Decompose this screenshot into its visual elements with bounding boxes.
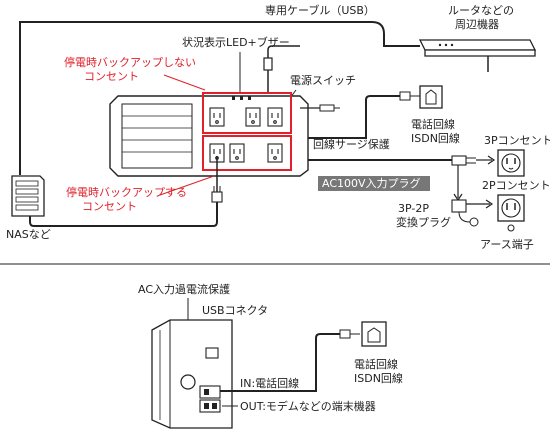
outlet-3p-label: 3Pコンセント (484, 134, 550, 147)
backup-label-2: コンセント (82, 200, 137, 213)
ups-back-view (151, 319, 233, 429)
ac-plug-label: AC100V入力プラグ (322, 176, 421, 190)
adapter-label-1: 3P-2P (398, 202, 429, 215)
surge-protection-label: 回線サージ保護 (313, 137, 390, 151)
adapter-3p-2p (451, 199, 494, 227)
backup-label-1: 停電時バックアップする (66, 185, 187, 199)
out-line-label: OUT:モデムなどの端末機器 (240, 399, 376, 413)
usb-connector-label: USBコネクタ (202, 304, 268, 317)
usb-cable (19, 21, 420, 175)
phone-jack-2 (361, 321, 387, 347)
usb-cable-label: 専用ケーブル（USB） (265, 3, 375, 17)
outlet-3p (497, 149, 525, 177)
ac-overcurrent-label: AC入力過電流保護 (138, 282, 230, 296)
in-line-label: IN:電話回線 (240, 376, 299, 390)
outlet-2p-label: 2Pコンセント (482, 179, 550, 192)
usb-cable-to-ups (320, 46, 384, 96)
no-backup-label-2: コンセント (84, 70, 139, 83)
power-switch-label: 電源スイッチ (290, 73, 356, 87)
phone-jack (419, 85, 443, 109)
phone2-label-2: ISDN回線 (354, 371, 403, 385)
in-phone-line (220, 333, 340, 392)
nas-label: NASなど (6, 228, 51, 241)
adapter-label-2: 変換プラグ (396, 215, 451, 229)
phone-label-2: ISDN回線 (411, 131, 460, 145)
outlet-2p (497, 194, 525, 222)
nas-power-cable (29, 196, 218, 227)
no-backup-label-1: 停電時バックアップしない (64, 55, 196, 69)
no-backup-outlets-box (202, 92, 292, 134)
ground-terminal (507, 224, 515, 232)
router-label-1: ルータなどの (448, 4, 514, 17)
ac-plug-label-bg (318, 176, 430, 191)
outlets-no-backup (209, 107, 283, 127)
ground-label: アース端子 (480, 238, 534, 251)
phone2-label-1: 電話回線 (354, 357, 398, 371)
phone-label-1: 電話回線 (411, 117, 455, 131)
status-led-label: 状況表示LED+ブザー (182, 35, 290, 49)
router-label-2: 周辺機器 (455, 17, 499, 31)
phone-plug (399, 91, 411, 101)
phone-line (308, 95, 400, 139)
nas-device (11, 175, 45, 217)
backup-outlets-box (202, 135, 292, 171)
router-device (418, 39, 537, 57)
